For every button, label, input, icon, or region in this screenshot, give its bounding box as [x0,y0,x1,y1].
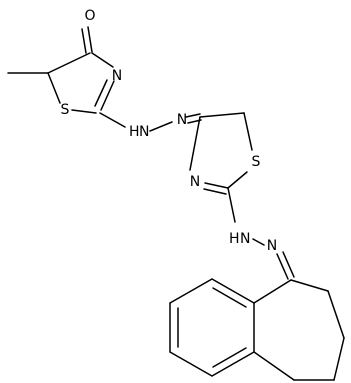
bond-co-2 [81,28,87,54]
atom-n-ring1: N [112,68,122,84]
bond-n3p-c4p [189,116,201,171]
bond-nh2-n [252,238,265,246]
bond-c2p-nh [227,187,236,223]
bond-c2-n3-1 [100,80,115,111]
bond-7ring-d [333,337,345,381]
bond-c4-c5 [47,52,91,74]
atom-n-hydrazone-2: N [267,238,277,254]
bond-7ring-b [290,279,329,292]
atom-nh-2: N [240,231,250,247]
bond-c5p-s [243,112,253,151]
atom-s-ring2: S [252,154,261,170]
atom-nh-1: N [139,124,149,140]
bond-7ring-f [253,351,295,381]
bond-n-c4p-1 [185,113,201,118]
atom-h-1: H [129,124,140,140]
bond-n2-c5-2 [282,251,295,278]
bond-co-1 [87,26,93,53]
bond-c2-n3-2 [94,79,108,107]
bond-c4p-c5p [199,112,245,118]
atom-h-2: H [229,231,240,247]
bond-benz-3 [169,351,213,377]
bond-s1-c2 [71,109,97,114]
bond-7ring-a [253,279,292,304]
bond-c2-nh [99,112,126,128]
atom-o-carbonyl: O [84,8,95,24]
bond-s-c2p [227,171,248,189]
bond-benz-2 [211,351,255,377]
bond-c2p-n3p-2 [203,188,227,195]
bond-7ring-c [327,290,345,339]
atom-n-ring2: N [190,174,200,190]
bond-nh-n [149,121,173,132]
atom-n-hydrazone-1: N [177,112,187,128]
bond-c5-s1 [47,72,61,104]
bond-benz-inner-3 [212,287,247,308]
bond-n3-c4 [91,52,114,68]
bond-benz-inner-1 [212,347,247,368]
bond-benz-6 [211,278,255,304]
atom-s-ring1: S [61,102,70,118]
bond-n2-c5-1 [276,253,289,280]
bond-benz-5 [169,278,213,304]
bond-c2p-n3p-1 [204,182,229,189]
